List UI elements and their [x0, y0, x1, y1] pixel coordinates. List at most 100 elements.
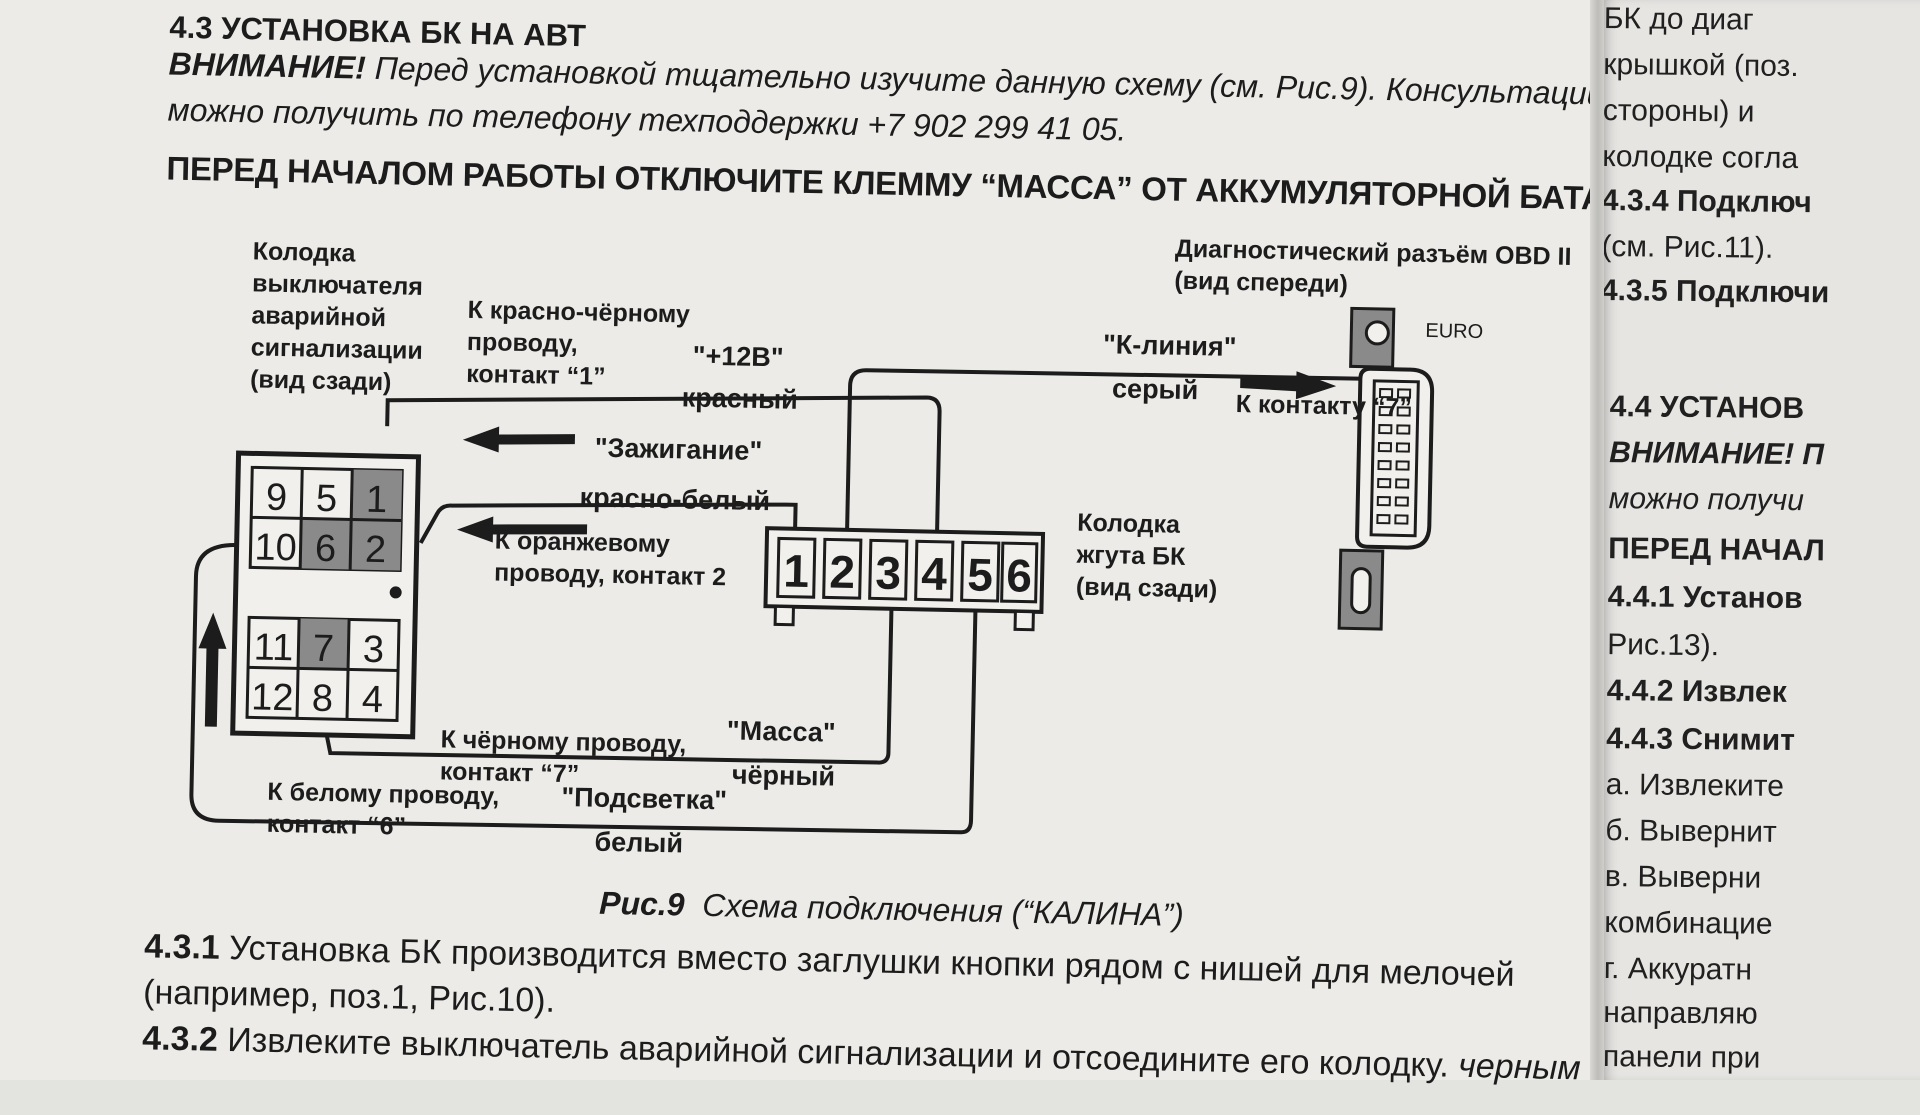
- label-line: сигнализации: [250, 333, 424, 365]
- hazard-pin-numbers: 9 5 1 10 6 2 11 7 3 12 8 4: [251, 477, 388, 721]
- red-white-label: красно-белый: [579, 482, 771, 517]
- arrow-left-ignition: [457, 516, 588, 543]
- hazard-pin: 7: [312, 628, 334, 670]
- harness-connector-label: Колодка жгута БК (вид сзади): [1076, 507, 1219, 606]
- right-page-line: 4.3.4 Подключ: [1604, 183, 1812, 220]
- figure-number: Рис.9: [598, 884, 685, 923]
- right-page-line: ПЕРЕД НАЧАЛ: [1608, 532, 1825, 568]
- euro-label: EURO: [1425, 319, 1484, 344]
- harness-pin-numbers: 1 2 3 4 5 6: [783, 545, 1033, 602]
- grey-label: серый: [1111, 373, 1199, 406]
- label-line: Колодка: [252, 237, 356, 268]
- right-page-line: 4.4.3 Снимит: [1606, 722, 1796, 758]
- hazard-pin: 9: [266, 477, 288, 519]
- wire-mass: [324, 608, 894, 765]
- paragraph-fragment: черным: [1457, 1046, 1582, 1088]
- label-line: (вид сзади): [249, 365, 392, 397]
- wire-ignition: [418, 502, 798, 544]
- right-page-line: г. Аккуратн: [1604, 952, 1753, 987]
- hazard-pin: 10: [254, 526, 297, 569]
- label-line: К красно-чёрному: [467, 295, 691, 329]
- wiring-diagram: 9 5 1 10 6 2 11 7 3 12 8 4: [189, 306, 1435, 835]
- hazard-pin: 1: [366, 479, 388, 521]
- to-orange-label: К оранжевому проводу, контакт 2: [494, 524, 727, 593]
- to-red-black-label: К красно-чёрному проводу, контакт “1”: [466, 294, 690, 395]
- to-white-label: К белому проводу, контакт “6”: [266, 776, 500, 845]
- k-line-label: "К-линия": [1102, 329, 1237, 362]
- right-page-line: 4.3.5 Подключи: [1604, 273, 1830, 310]
- harness-pin: 4: [921, 547, 948, 600]
- hazard-pin: 12: [251, 676, 294, 719]
- label-line: проводу,: [466, 327, 578, 359]
- harness-pin: 2: [829, 546, 856, 599]
- harness-pin: 3: [875, 546, 902, 599]
- arrow-right-k-line: [1240, 371, 1337, 400]
- harness-pin: 1: [783, 545, 810, 598]
- label-line: проводу, контакт 2: [493, 558, 727, 592]
- hazard-pin: 4: [361, 679, 383, 721]
- hazard-pin: 5: [316, 478, 338, 520]
- white-label: белый: [594, 826, 684, 859]
- hazard-pin: 11: [253, 626, 293, 669]
- right-page-line: крышкой (поз.: [1604, 47, 1799, 84]
- book-gutter: [1590, 0, 1606, 1080]
- right-page-line: направляю: [1604, 996, 1758, 1031]
- right-page-line: 4.4.1 Установ: [1607, 580, 1803, 616]
- right-page-line: комбинацие: [1604, 906, 1773, 941]
- ignition-label: "Зажигание": [594, 432, 763, 467]
- left-page-content: 4.3 УСТАНОВКА БК НА АВТ ВНИМАНИЕ! Перед …: [141, 10, 1683, 1088]
- mass-label: "Масса": [726, 715, 836, 748]
- wire-backlight: [189, 543, 978, 835]
- hazard-pin: 2: [365, 529, 387, 571]
- label-line: Колодка: [1076, 508, 1181, 539]
- obd-connector: [1337, 306, 1435, 631]
- wire-plus12: [385, 395, 942, 532]
- harness-pin: 5: [967, 548, 994, 601]
- black-label: чёрный: [731, 759, 836, 792]
- right-page-line: БК до диаг: [1604, 1, 1754, 37]
- right-page-line: б. Вывернит: [1605, 814, 1777, 849]
- obd-label: Диагностический разъём OBD II (вид спере…: [1174, 233, 1572, 305]
- hazard-pin: 8: [311, 678, 333, 720]
- paragraph-number: 4.3.1: [143, 927, 221, 967]
- right-page-line: 4.4 УСТАНОВ: [1609, 390, 1805, 426]
- arrows: [198, 371, 1337, 727]
- harness-pin: 6: [1006, 549, 1033, 602]
- plus12-label: "+12В": [692, 340, 784, 373]
- right-page: БК до диаг крышкой (поз. стороны) и колодке…: [1604, 0, 1920, 1080]
- arrow-up-backlight: [198, 612, 227, 727]
- label-line: выключателя: [251, 269, 424, 301]
- to-contact7-label: К контакту “7”: [1235, 389, 1413, 422]
- hazard-pin: 6: [315, 528, 337, 570]
- label-line: аварийной: [251, 301, 387, 333]
- label-line: контакт “1”: [465, 359, 606, 391]
- red-label: красный: [681, 382, 799, 415]
- label-line: К оранжевому: [494, 526, 671, 559]
- hazard-connector: [230, 450, 422, 740]
- right-page-line: колодке согла: [1604, 139, 1799, 176]
- right-page-line: ВНИМАНИЕ! П: [1609, 436, 1825, 472]
- wire-k-line: [845, 368, 1373, 530]
- right-page-line: 4.4.2 Извлек: [1606, 674, 1787, 709]
- left-page: 4.3 УСТАНОВКА БК НА АВТ ВНИМАНИЕ! Перед …: [141, 9, 1683, 1088]
- hazard-connector-label: Колодка выключателя аварийной сигнализац…: [250, 235, 425, 399]
- backlight-label: "Подсветка": [561, 781, 728, 816]
- label-line: (вид сзади): [1075, 572, 1218, 604]
- right-page-content: БК до диаг крышкой (поз. стороны) и колодке…: [1604, 0, 1920, 1080]
- wires: [189, 368, 1373, 835]
- label-line: контакт “6”: [266, 809, 407, 841]
- label-line: К белому проводу,: [267, 777, 500, 811]
- right-page-line: в. Выверни: [1604, 860, 1762, 895]
- right-page-line: стороны) и: [1604, 93, 1755, 129]
- right-page-line: а. Извлеките: [1605, 768, 1785, 803]
- label-line: жгута БК: [1076, 540, 1186, 571]
- label-line: К чёрному проводу,: [440, 725, 687, 759]
- harness-connector: [763, 526, 1046, 632]
- arrow-left-plus12: [462, 426, 576, 453]
- right-page-line: (см. Рис.11).: [1604, 229, 1774, 265]
- right-page-line: можно получи: [1608, 482, 1805, 518]
- hazard-pin: 3: [362, 629, 384, 671]
- paragraph-number: 4.3.2: [141, 1019, 219, 1059]
- right-page-line: Рис.13).: [1607, 628, 1720, 663]
- right-page-line: панели при: [1604, 1040, 1761, 1075]
